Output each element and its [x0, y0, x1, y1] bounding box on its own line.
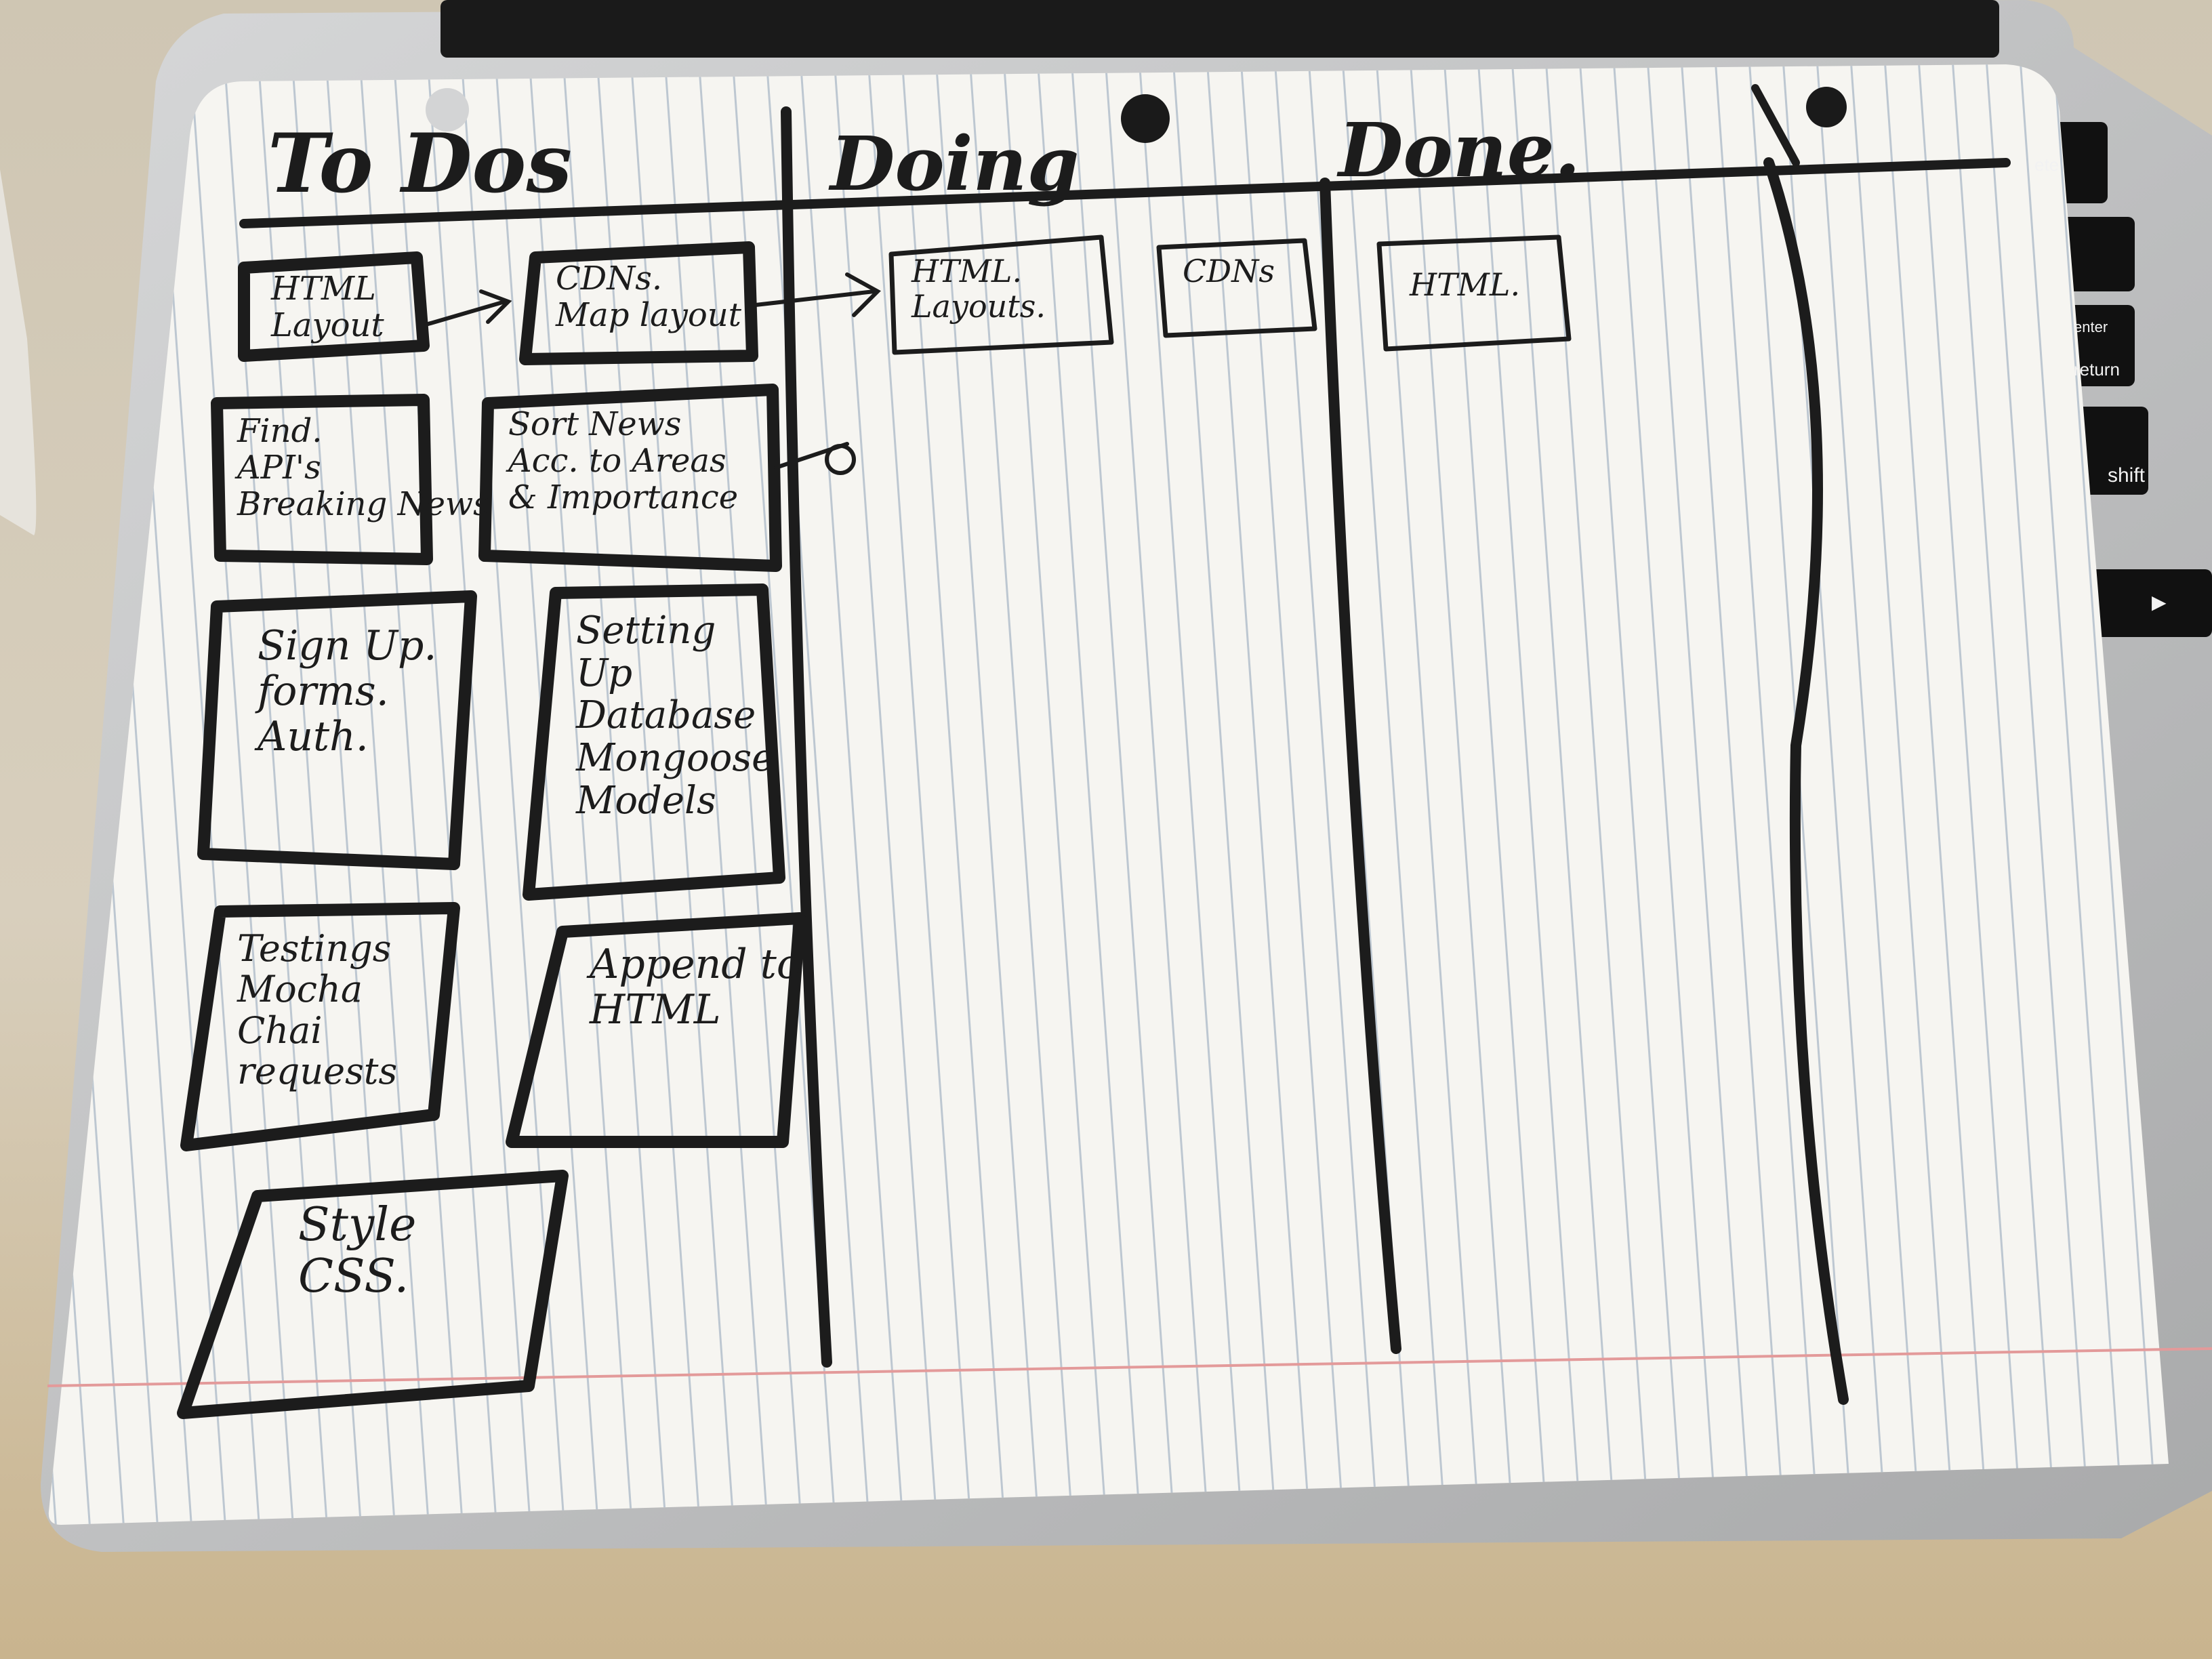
done-card-1: HTML. — [1410, 266, 1521, 303]
pencil — [0, 169, 37, 535]
todo-card-6: Setting Up Database Mongoose Models — [576, 609, 775, 823]
key-label-shift: shift — [2108, 464, 2146, 487]
todo-card-2: CDNs. Map layout — [556, 260, 741, 334]
todo-card-7: Testings Mocha Chai requests — [237, 927, 398, 1093]
todo-card-8: Append to HTML — [590, 941, 802, 1034]
column-title-todo: To Dos — [268, 116, 573, 211]
arrows — [422, 272, 881, 475]
todo-cards — [177, 241, 806, 1419]
doing-card-2: CDNs — [1183, 253, 1275, 289]
doing-cards — [888, 234, 1317, 355]
todo-card-5: Sign Up. forms. Auth. — [258, 622, 437, 761]
paper-sheet — [47, 64, 2212, 1525]
done-cards — [1376, 234, 1572, 352]
todo-card-4: Sort News Acc. to Areas & Importance — [508, 405, 739, 516]
key-label-delete: ete — [2034, 155, 2060, 175]
todo-card-9: Style CSS. — [298, 1198, 417, 1304]
board-lines — [239, 84, 2011, 1405]
column-title-doing: Doing — [830, 120, 1080, 207]
key-label-return: return — [2074, 359, 2120, 380]
todo-card-3: Find. API's Breaking News — [237, 412, 490, 523]
doing-card-1: HTML. Layouts. — [912, 253, 1046, 325]
margin-line — [47, 1347, 2212, 1387]
key-label-arrow: ▶ — [2152, 592, 2167, 613]
column-title-done: Done. — [1338, 106, 1581, 194]
key-label-enter: enter — [2074, 319, 2108, 335]
todo-card-1: HTML Layout — [271, 270, 384, 344]
